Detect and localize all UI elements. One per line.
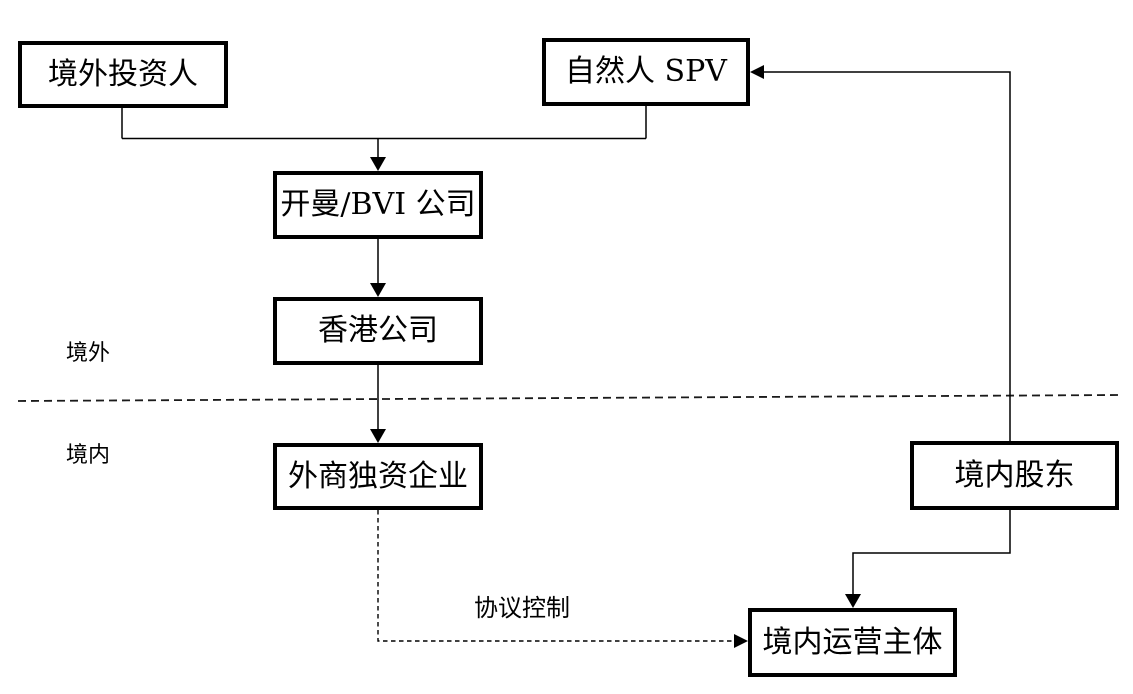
arrowhead-shareholder-to-spv: [750, 65, 764, 79]
box-cayman-bvi-company-label: 开曼/BVI 公司: [280, 187, 476, 222]
region-label-offshore: 境外: [66, 343, 110, 365]
box-cayman-bvi-company: 开曼/BVI 公司: [273, 171, 483, 239]
region-label-onshore: 境内: [66, 445, 110, 467]
box-domestic-shareholder: 境内股东: [910, 441, 1119, 510]
box-hongkong-company-label: 香港公司: [318, 313, 438, 348]
box-wfoe: 外商独资企业: [273, 443, 483, 510]
box-overseas-investor: 境外投资人: [18, 41, 228, 108]
connector-vie-control: [377, 510, 734, 642]
arrowhead-vie-control: [734, 634, 748, 648]
offshore-onshore-separator: [17, 394, 1119, 402]
box-domestic-operating-entity-label: 境内运营主体: [762, 624, 943, 660]
connector-shareholder-to-spv: [764, 71, 1011, 441]
region-label-offshore-text: 境外: [66, 341, 111, 366]
edge-label-vie-control: 协议控制: [474, 596, 570, 620]
box-overseas-investor-label: 境外投资人: [48, 56, 198, 92]
box-natural-person-spv-label: 自然人 SPV: [565, 54, 727, 89]
box-wfoe-label: 外商独资企业: [288, 458, 468, 494]
box-natural-person-spv: 自然人 SPV: [542, 38, 750, 106]
box-domestic-shareholder-label: 境内股东: [954, 457, 1075, 493]
arrowhead-cayman-to-hk: [370, 283, 386, 297]
arrowhead-to-cayman: [370, 157, 386, 171]
arrowhead-shareholder-to-opco: [845, 594, 861, 608]
edge-label-vie-control-text: 协议控制: [474, 594, 570, 622]
arrowhead-hk-to-wfoe: [370, 429, 386, 443]
box-hongkong-company: 香港公司: [273, 297, 483, 365]
connector-shareholder-to-opco: [852, 510, 1011, 595]
box-domestic-operating-entity: 境内运营主体: [748, 608, 957, 677]
region-label-onshore-text: 境内: [66, 443, 111, 468]
